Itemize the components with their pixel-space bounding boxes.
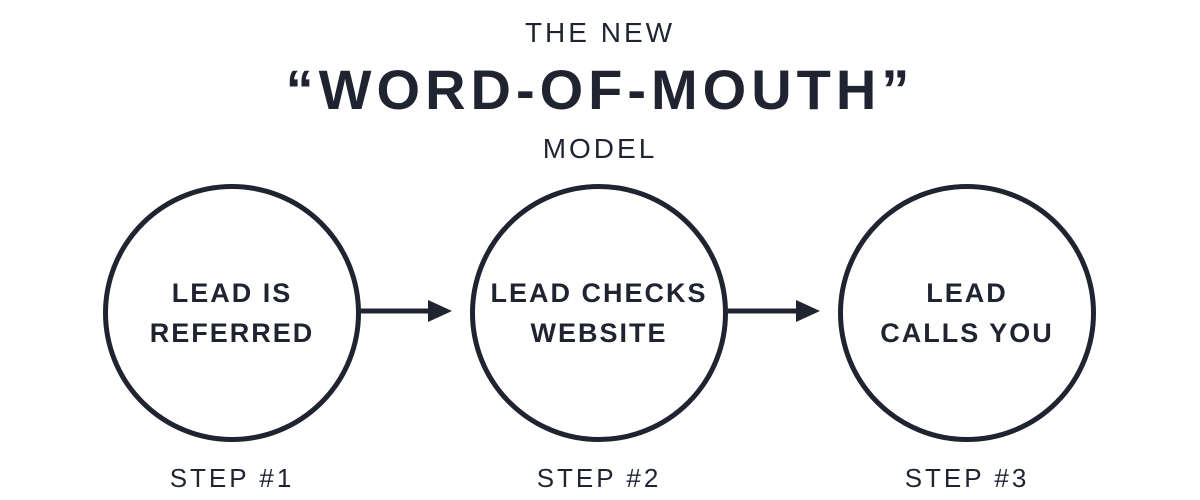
arrow-right-icon xyxy=(728,300,820,322)
title-bottom-line: MODEL xyxy=(542,133,658,164)
step-1-line-2: REFERRED xyxy=(149,318,315,348)
arrow-right-icon xyxy=(360,300,452,322)
step-3-label: STEP #3 xyxy=(904,463,1030,493)
step-2-circle: LEAD CHECKS WEBSITE xyxy=(470,184,728,442)
step-1-text: LEAD IS REFERRED xyxy=(117,273,347,353)
step-3-line-1: LEAD xyxy=(926,278,1008,308)
step-3-text: LEAD CALLS YOU xyxy=(852,273,1082,353)
title-top-line: THE NEW xyxy=(524,17,676,48)
step-2-label: STEP #2 xyxy=(536,463,662,493)
step-2-line-1: LEAD CHECKS xyxy=(490,278,708,308)
step-3-circle: LEAD CALLS YOU xyxy=(838,184,1096,442)
step-1-circle: LEAD IS REFERRED xyxy=(103,184,361,442)
title-main-line: “WORD-OF-MOUTH” xyxy=(285,58,915,121)
step-1-label: STEP #1 xyxy=(169,463,295,493)
step-3-line-2: CALLS YOU xyxy=(880,318,1054,348)
step-2-line-2: WEBSITE xyxy=(530,318,668,348)
step-2-text: LEAD CHECKS WEBSITE xyxy=(484,273,714,353)
step-1-line-1: LEAD IS xyxy=(171,278,293,308)
